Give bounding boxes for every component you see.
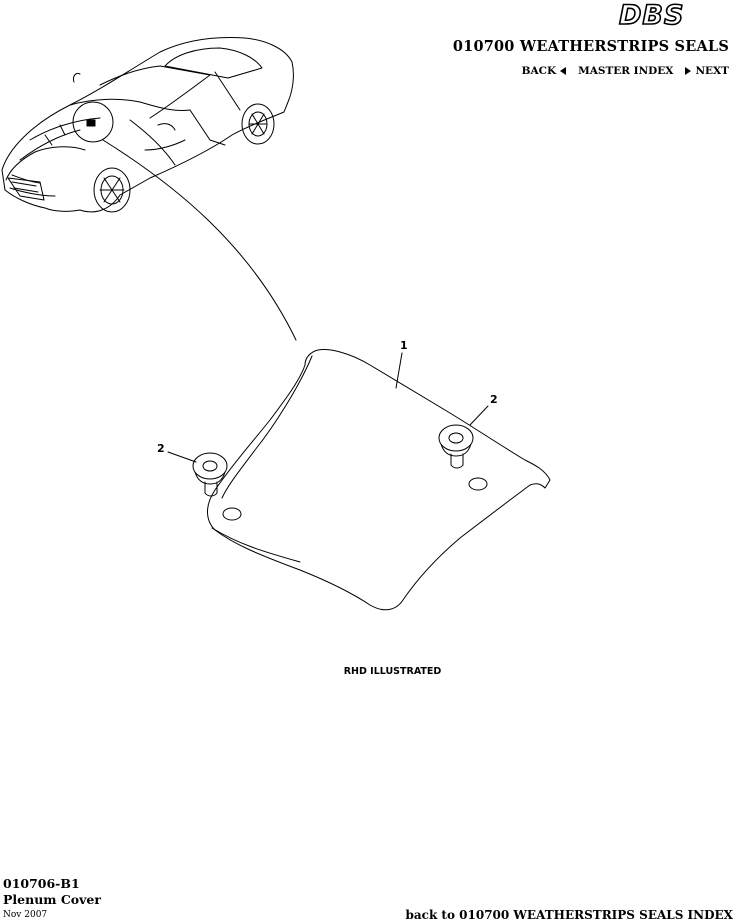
back-arrow-icon <box>560 67 567 75</box>
illustration-caption: RHD ILLUSTRATED <box>343 666 442 677</box>
svg-text:2: 2 <box>490 393 498 406</box>
next-link[interactable]: NEXT <box>685 65 729 77</box>
logo-text: DBS <box>619 0 684 28</box>
leader-line <box>102 139 297 341</box>
document-date: Nov 2007 <box>3 910 48 920</box>
bolt-fastener-left <box>192 452 228 497</box>
back-to-index-link[interactable]: back to 010700 WEATHERSTRIPS SEALS INDEX <box>405 908 733 922</box>
master-index-link[interactable]: MASTER INDEX <box>578 65 674 77</box>
dbs-logo: DBS <box>618 0 684 28</box>
car-illustration <box>1 37 294 213</box>
callout-2-right: 2 <box>469 393 498 426</box>
back-link[interactable]: BACK <box>522 65 567 77</box>
bolt-fastener-right <box>438 424 474 469</box>
svg-text:1: 1 <box>400 339 408 352</box>
exploded-parts-diagram: 1 2 2 <box>1 37 551 611</box>
document-name: Plenum Cover <box>3 892 101 907</box>
next-arrow-icon <box>685 67 692 75</box>
back-label: BACK <box>521 65 557 77</box>
document-code: 010706-B1 <box>3 876 80 891</box>
nav-bar: BACK MASTER INDEX NEXT <box>522 65 729 77</box>
next-label: NEXT <box>695 65 729 77</box>
section-title: 010700 WEATHERSTRIPS SEALS <box>452 38 729 55</box>
callout-2-left: 2 <box>157 442 197 463</box>
plenum-cover-part <box>207 349 551 611</box>
callout-1: 1 <box>395 339 408 389</box>
svg-text:2: 2 <box>157 442 165 455</box>
